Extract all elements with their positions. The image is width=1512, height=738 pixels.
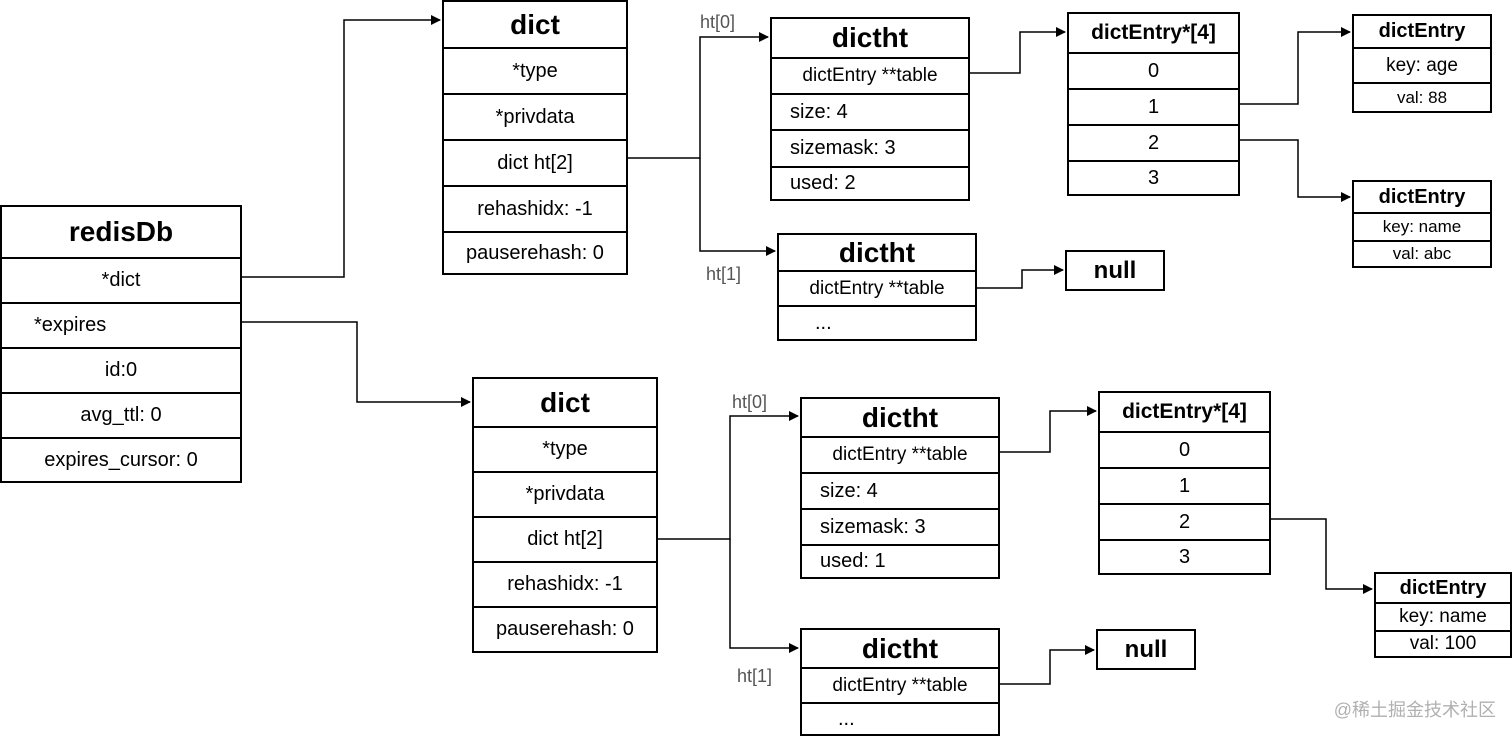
- expires-ht0-field-sizemask: sizemask: 3: [802, 508, 998, 544]
- entry-expire-box: dictEntry key: name val: 100: [1374, 572, 1512, 658]
- arrow-exp-ht1-null: [1000, 645, 1095, 685]
- dict-main-box: dict *type *privdata dict ht[2] rehashid…: [442, 0, 628, 275]
- dict-expires-field-privdata: *privdata: [474, 471, 656, 516]
- expires-ht1-field-more: ...: [802, 702, 998, 734]
- dict-expires-title: dict: [540, 386, 590, 418]
- main-ht0-label: ht[0]: [700, 12, 736, 32]
- arrow-main-table: [970, 27, 1066, 74]
- arrow-exp-ht1: [729, 539, 799, 653]
- redisdb-field-id: id:0: [2, 347, 240, 392]
- expires-ht0-box: dictht dictEntry **table size: 4 sizemas…: [800, 397, 1000, 579]
- dict-expires-box: dict *type *privdata dict ht[2] rehashid…: [472, 377, 658, 653]
- arrow-main-ht0: [626, 32, 769, 159]
- dict-main-field-rehashidx: rehashidx: -1: [444, 185, 626, 231]
- redisdb-box: redisDb *dict *expires id:0 avg_ttl: 0 e…: [0, 205, 242, 483]
- main-buckets-box: dictEntry*[4] 0 1 2 3: [1067, 12, 1240, 196]
- arrow-exp-ht0: [658, 411, 799, 540]
- entry-expire-key: key: name: [1376, 602, 1510, 630]
- main-ht1-field-more: ...: [779, 305, 975, 339]
- arrow-expires: [242, 321, 471, 407]
- main-bucket-3: 3: [1069, 160, 1238, 194]
- dict-expires-field-ht: dict ht[2]: [474, 516, 656, 561]
- arrow-dict: [242, 15, 441, 278]
- expires-ht0-field-used: used: 1: [802, 544, 998, 577]
- main-ht0-box: dictht dictEntry **table size: 4 sizemas…: [770, 17, 970, 201]
- entry-age-title: dictEntry: [1378, 20, 1466, 42]
- dict-main-field-ht: dict ht[2]: [444, 139, 626, 185]
- main-bucket-2: 2: [1069, 124, 1238, 160]
- arrow-main-ht1-null: [977, 265, 1064, 289]
- entry-age-box: dictEntry key: age val: 88: [1352, 14, 1492, 113]
- expires-buckets-box: dictEntry*[4] 0 1 2 3: [1098, 391, 1271, 575]
- redisdb-field-expires-cursor: expires_cursor: 0: [2, 437, 240, 481]
- entry-second-key: key: name: [1354, 212, 1490, 240]
- expires-ht1-title: dictht: [861, 632, 939, 664]
- entry-second-box: dictEntry key: name val: abc: [1352, 180, 1492, 268]
- entry-age-key: key: age: [1354, 47, 1490, 82]
- expires-ht0-title: dictht: [861, 401, 939, 433]
- main-buckets-title: dictEntry*[4]: [1091, 21, 1216, 44]
- main-ht0-field-used: used: 2: [772, 166, 968, 199]
- dict-expires-field-rehashidx: rehashidx: -1: [474, 561, 656, 606]
- main-bucket-1: 1: [1069, 88, 1238, 124]
- arrow-bucket1: [1240, 27, 1351, 105]
- watermark: @稀土掘金技术社区: [1333, 700, 1496, 720]
- main-ht1-null: null: [1065, 250, 1165, 291]
- main-ht0-title: dictht: [831, 22, 909, 53]
- expires-bucket-0: 0: [1100, 431, 1269, 467]
- dict-expires-field-type: *type: [474, 426, 656, 471]
- dict-main-title: dict: [510, 8, 560, 40]
- arrow-bucket2: [1240, 139, 1351, 202]
- entry-age-val: val: 88: [1354, 82, 1490, 111]
- redisdb-title: redisDb: [68, 216, 174, 247]
- main-ht1-title: dictht: [838, 236, 916, 268]
- expires-buckets-title: dictEntry*[4]: [1122, 400, 1247, 423]
- expires-bucket-2: 2: [1100, 503, 1269, 539]
- main-ht1-label: ht[1]: [706, 264, 742, 284]
- expires-ht1-null: null: [1096, 629, 1196, 670]
- dict-main-field-type: *type: [444, 47, 626, 93]
- entry-expire-title: dictEntry: [1399, 576, 1487, 599]
- arrow-exp-bucket2: [1270, 518, 1373, 594]
- dict-expires-field-pauserehash: pauserehash: 0: [474, 606, 656, 651]
- entry-second-title: dictEntry: [1378, 185, 1466, 208]
- expires-ht0-field-table: dictEntry **table: [802, 436, 998, 472]
- expires-bucket-1: 1: [1100, 467, 1269, 503]
- main-bucket-0: 0: [1069, 52, 1238, 88]
- dict-main-field-privdata: *privdata: [444, 93, 626, 139]
- expires-ht0-field-size: size: 4: [802, 472, 998, 508]
- expires-bucket-3: 3: [1100, 539, 1269, 573]
- main-ht0-field-sizemask: sizemask: 3: [772, 129, 968, 166]
- redisdb-field-avg-ttl: avg_ttl: 0: [2, 392, 240, 437]
- main-ht0-field-table: dictEntry **table: [772, 57, 968, 93]
- arrow-main-ht1: [699, 158, 776, 256]
- expires-ht1-field-table: dictEntry **table: [802, 667, 998, 702]
- dict-main-field-pauserehash: pauserehash: 0: [444, 231, 626, 273]
- redisdb-field-dict: *dict: [2, 257, 240, 302]
- expires-ht1-label: ht[1]: [737, 666, 773, 686]
- main-ht0-field-size: size: 4: [772, 93, 968, 129]
- main-ht1-field-table: dictEntry **table: [779, 270, 975, 305]
- redisdb-field-expires: *expires: [2, 302, 240, 347]
- expires-ht0-label: ht[0]: [732, 392, 768, 412]
- entry-expire-val: val: 100: [1376, 630, 1510, 656]
- main-ht1-box: dictht dictEntry **table ...: [777, 233, 977, 341]
- arrow-exp-table: [1000, 406, 1097, 453]
- entry-second-val: val: abc: [1354, 240, 1490, 266]
- expires-ht1-box: dictht dictEntry **table ...: [800, 628, 1000, 736]
